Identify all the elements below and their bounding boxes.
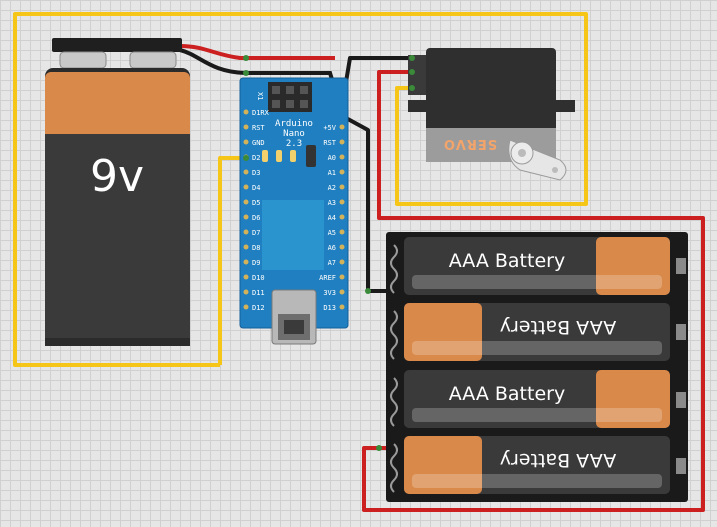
pin-pad-right[interactable] — [339, 229, 345, 235]
pin-pad-right[interactable] — [339, 169, 345, 175]
pin-label-right: D13 — [323, 304, 336, 312]
servo-label: SERVO — [443, 136, 497, 151]
aaa-cell-label: AAA Battery — [449, 383, 565, 405]
aaa-cell-label: AAA Battery — [500, 449, 616, 471]
pin-pad-right[interactable] — [339, 274, 345, 280]
pin-label-right: A2 — [328, 184, 336, 192]
pin-label-left: D5 — [252, 199, 260, 207]
black-wire-pack-negative[interactable] — [345, 116, 387, 293]
pin-label-left: GND — [252, 139, 265, 147]
pin-pad-right[interactable] — [339, 139, 345, 145]
board-name-line1: Arduino — [275, 119, 313, 129]
aaa-cell-label: AAA Battery — [500, 316, 616, 338]
pin-label-right: A7 — [328, 259, 336, 267]
pin-label-left: D9 — [252, 259, 260, 267]
pin-label-left: D10 — [252, 274, 265, 282]
wires — [13, 12, 705, 512]
red-wire-pack-positive[interactable] — [362, 70, 705, 512]
aaa-cell-label: AAA Battery — [449, 250, 565, 272]
pin-pad-right[interactable] — [339, 184, 345, 190]
pin-label-right: RST — [323, 139, 336, 147]
pin-pad-left[interactable] — [243, 214, 249, 220]
servo-motor: SERVO — [408, 48, 575, 181]
pin-label-right: A1 — [328, 169, 336, 177]
pin-label-left: D7 — [252, 229, 260, 237]
arduino-nano-board: X1 Arduino Nano 2.3 D1RX RST GND D2D3D4D5D6… — [239, 77, 349, 345]
red-wire-9v-positive[interactable] — [179, 44, 335, 60]
pin-pad-left[interactable] — [243, 109, 249, 115]
pin-label-left: D2 — [252, 154, 260, 162]
pin-pad-left[interactable] — [243, 274, 249, 280]
pin-pad-left[interactable] — [243, 199, 249, 205]
pin-label-left: D3 — [252, 169, 260, 177]
pin-label-left: D1RX — [252, 109, 270, 117]
servo-pin-ground[interactable] — [409, 55, 415, 61]
pin-label-left: D4 — [252, 184, 260, 192]
pin-label-right: AREF — [319, 274, 336, 282]
pin-label-right: A5 — [328, 229, 336, 237]
servo-horn[interactable] — [508, 139, 567, 181]
aaa-cell: AAA Battery — [390, 303, 670, 361]
pin-pad-left[interactable] — [243, 124, 249, 130]
pin-pad-right[interactable] — [339, 124, 345, 130]
board-top-code: X1 — [256, 92, 264, 100]
pin-label-right: A6 — [328, 244, 336, 252]
aaa-cell: AAA Battery — [390, 237, 670, 295]
yellow-wire-outer-loop[interactable] — [13, 12, 588, 367]
board-name-line3: 2.3 — [286, 139, 302, 149]
pin-pad-right[interactable] — [339, 304, 345, 310]
pin-pad-left[interactable] — [243, 139, 249, 145]
pin-pad-right[interactable] — [339, 154, 345, 160]
pin-pad-right[interactable] — [339, 244, 345, 250]
pin-pad-right[interactable] — [339, 214, 345, 220]
pin-label-left: D8 — [252, 244, 260, 252]
pin-label-right: A0 — [328, 154, 336, 162]
aaa-cell: AAA Battery — [390, 370, 670, 428]
yellow-wire-signal-d3[interactable] — [218, 156, 246, 365]
pin-label-left: D12 — [252, 304, 265, 312]
pin-pads — [243, 109, 345, 310]
nine-volt-label: 9v — [90, 151, 144, 202]
pin-label-right: +5V — [323, 124, 336, 132]
aaa-cell: AAA Battery — [390, 436, 670, 494]
reset-button[interactable] — [306, 145, 316, 167]
pin-pad-left[interactable] — [243, 169, 249, 175]
pin-label-left: D11 — [252, 289, 265, 297]
pin-pad-left[interactable] — [243, 184, 249, 190]
pin-pad-right[interactable] — [339, 259, 345, 265]
nine-volt-battery: 9v — [45, 38, 190, 346]
pin-pad-right[interactable] — [339, 289, 345, 295]
board-name-line2: Nano — [283, 129, 305, 139]
pin-label-left: D6 — [252, 214, 260, 222]
pin-pad-right[interactable] — [339, 199, 345, 205]
pin-pad-left[interactable] — [243, 304, 249, 310]
pin-pad-left[interactable] — [243, 289, 249, 295]
pin-label-right: 3V3 — [323, 289, 336, 297]
pin-label-right: A4 — [328, 214, 336, 222]
pin-pad-left[interactable] — [243, 259, 249, 265]
servo-pin-power[interactable] — [409, 69, 415, 75]
pin-label-left: RST — [252, 124, 265, 132]
pin-pad-left[interactable] — [243, 229, 249, 235]
servo-pin-signal[interactable] — [409, 85, 415, 91]
pin-label-right: A3 — [328, 199, 336, 207]
pin-pad-left[interactable] — [243, 244, 249, 250]
wire-joints — [243, 55, 382, 451]
